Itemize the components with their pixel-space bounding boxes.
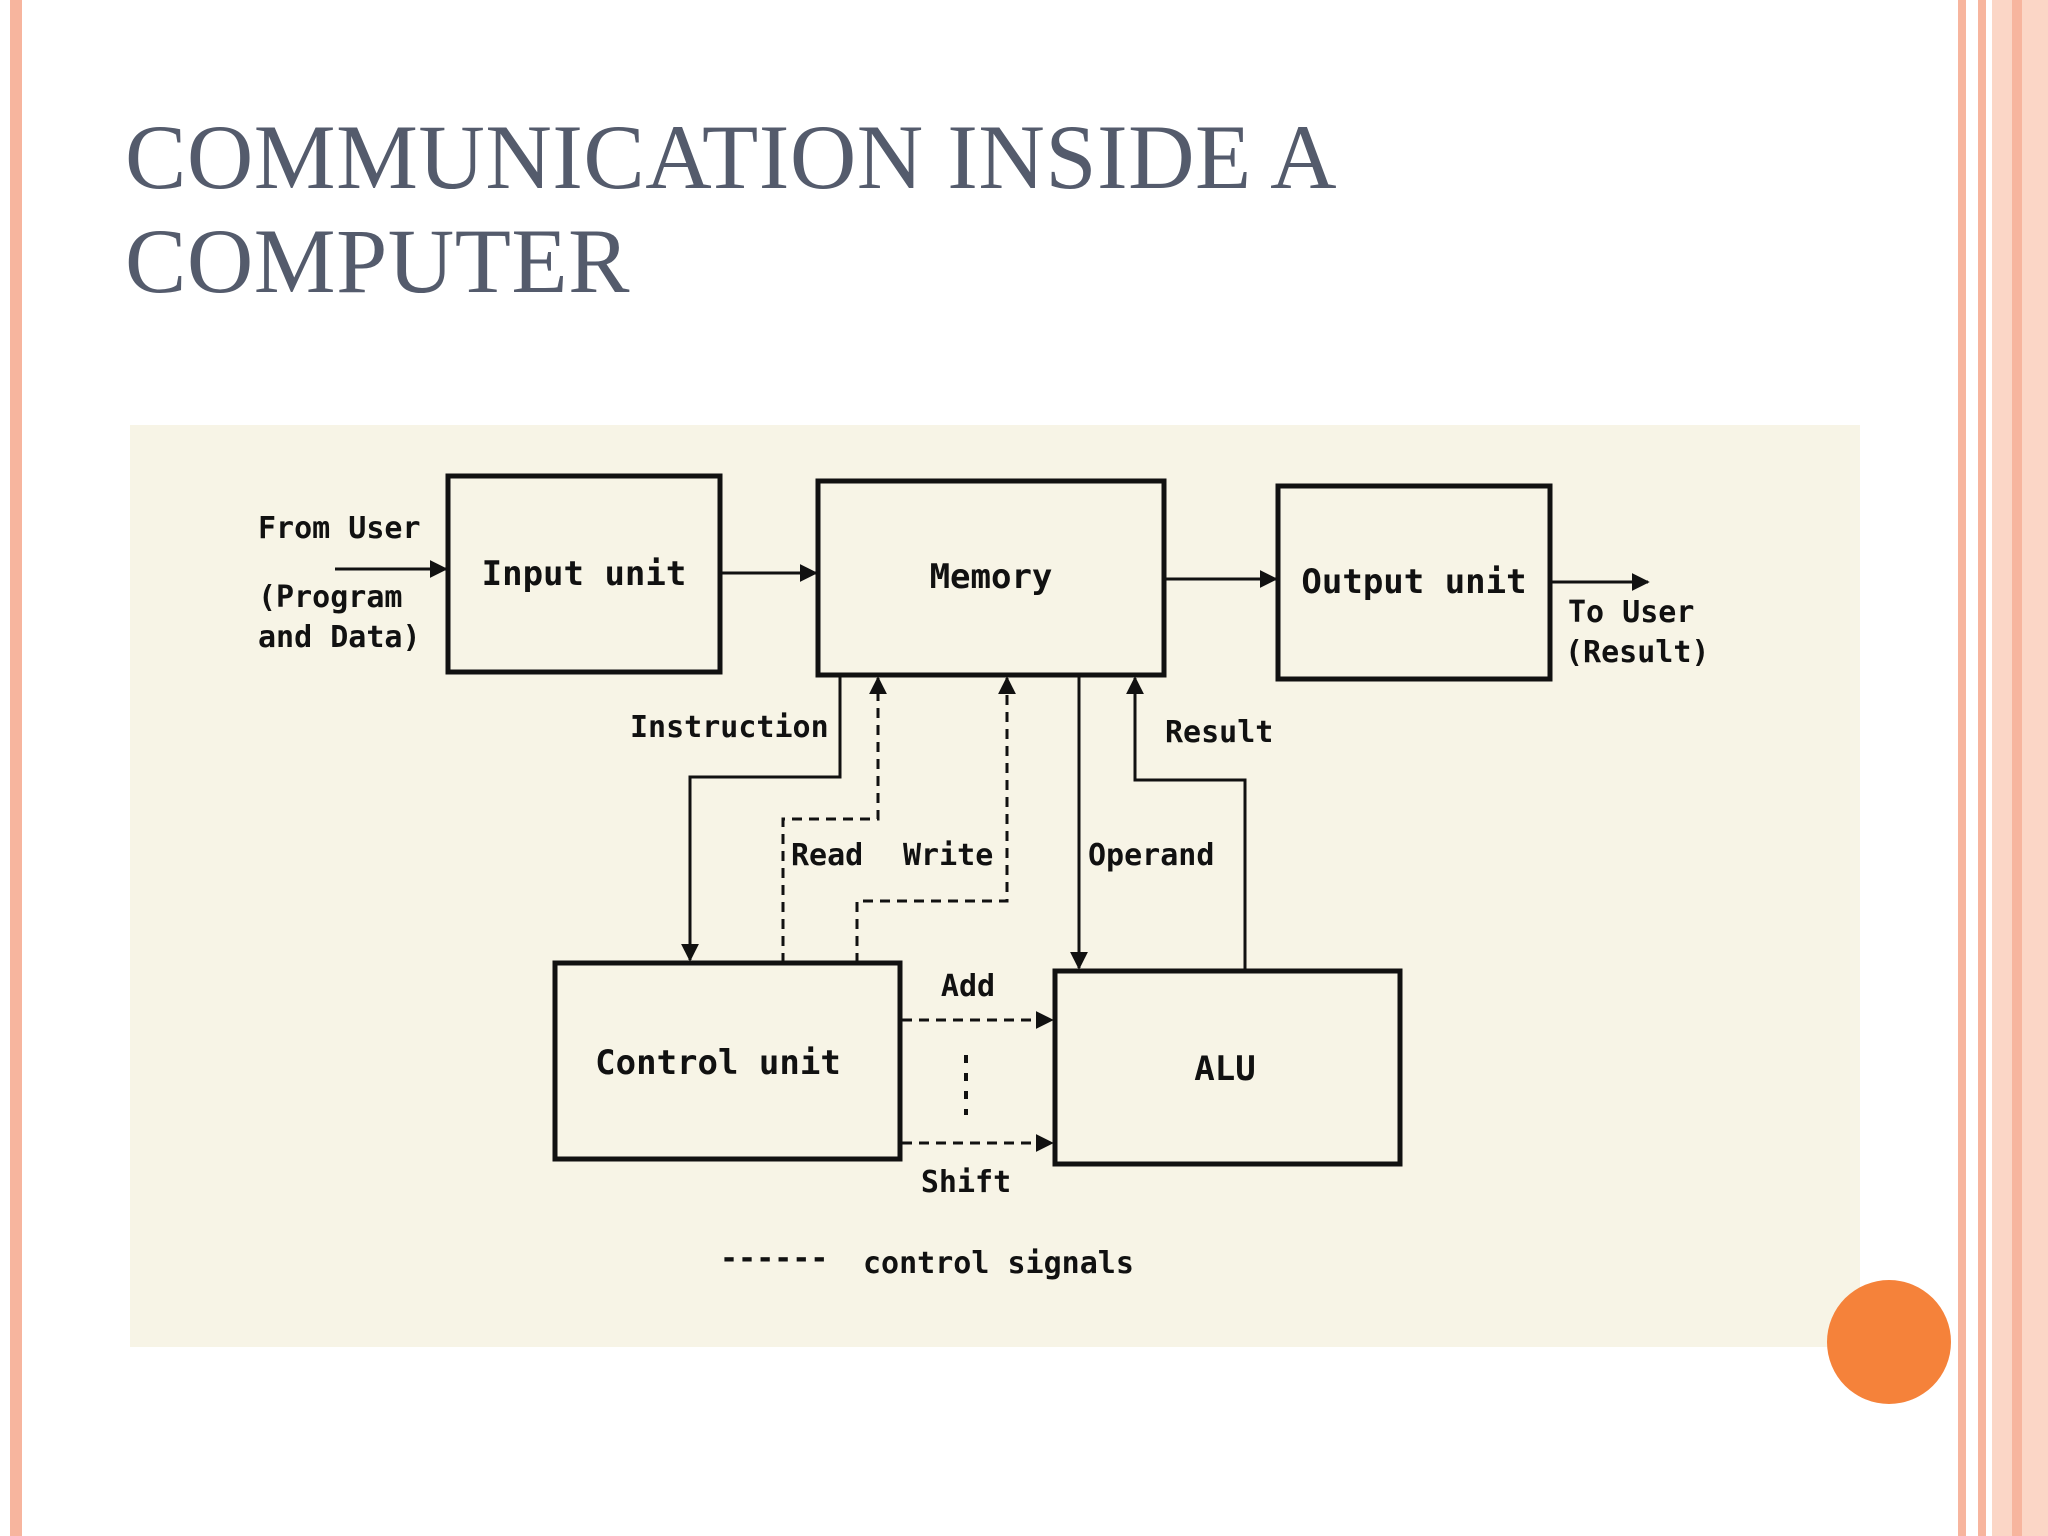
- right-border-stripe-inner: [2012, 0, 2022, 1536]
- input-unit-label: Input unit: [482, 554, 687, 594]
- operand-label: Operand: [1088, 838, 1214, 873]
- add-label: Add: [941, 969, 995, 1004]
- left-border-stripe: [10, 0, 22, 1536]
- computer-block-diagram: Input unit Memory Output unit Control un…: [130, 425, 1860, 1347]
- legend-label: control signals: [863, 1246, 1134, 1281]
- diagram-svg: Input unit Memory Output unit Control un…: [130, 425, 1860, 1347]
- write-label: Write: [903, 838, 993, 873]
- write-signal-arrow: [855, 676, 1016, 963]
- read-label: Read: [791, 838, 863, 873]
- alu-box: [1052, 968, 1403, 1167]
- instruction-arrow: [681, 675, 842, 962]
- control-unit-box: [552, 960, 903, 1162]
- from-user-label: From User: [258, 511, 421, 546]
- instruction-label: Instruction: [630, 710, 829, 745]
- read-signal-arrow: [781, 676, 887, 963]
- control-unit-label: Control unit: [595, 1043, 841, 1083]
- result-label: Result: [1165, 715, 1273, 750]
- title-line-2: COMPUTER: [125, 210, 630, 312]
- scan-background: [130, 425, 1860, 1347]
- decorative-orange-circle: [1827, 1280, 1951, 1404]
- title-line-1: COMMUNICATION INSIDE A: [125, 106, 1338, 208]
- result-arrow: [1126, 676, 1247, 971]
- to-user-sub-label: (Result): [1565, 635, 1710, 670]
- right-border-stripe-outer: [1958, 0, 1966, 1536]
- alu-label: ALU: [1194, 1049, 1255, 1089]
- right-border-stripe-band: [1978, 0, 1986, 1536]
- to-user-label: To User: [1568, 595, 1694, 630]
- memory-label: Memory: [930, 557, 1053, 597]
- legend-dash-sample: ------: [720, 1241, 828, 1276]
- output-unit-label: Output unit: [1301, 562, 1526, 602]
- shift-label: Shift: [921, 1165, 1011, 1200]
- from-user-sub1-label: (Program: [258, 580, 403, 615]
- from-user-sub2-label: and Data): [258, 620, 421, 655]
- slide-title: COMMUNICATION INSIDE A COMPUTER: [125, 105, 1825, 313]
